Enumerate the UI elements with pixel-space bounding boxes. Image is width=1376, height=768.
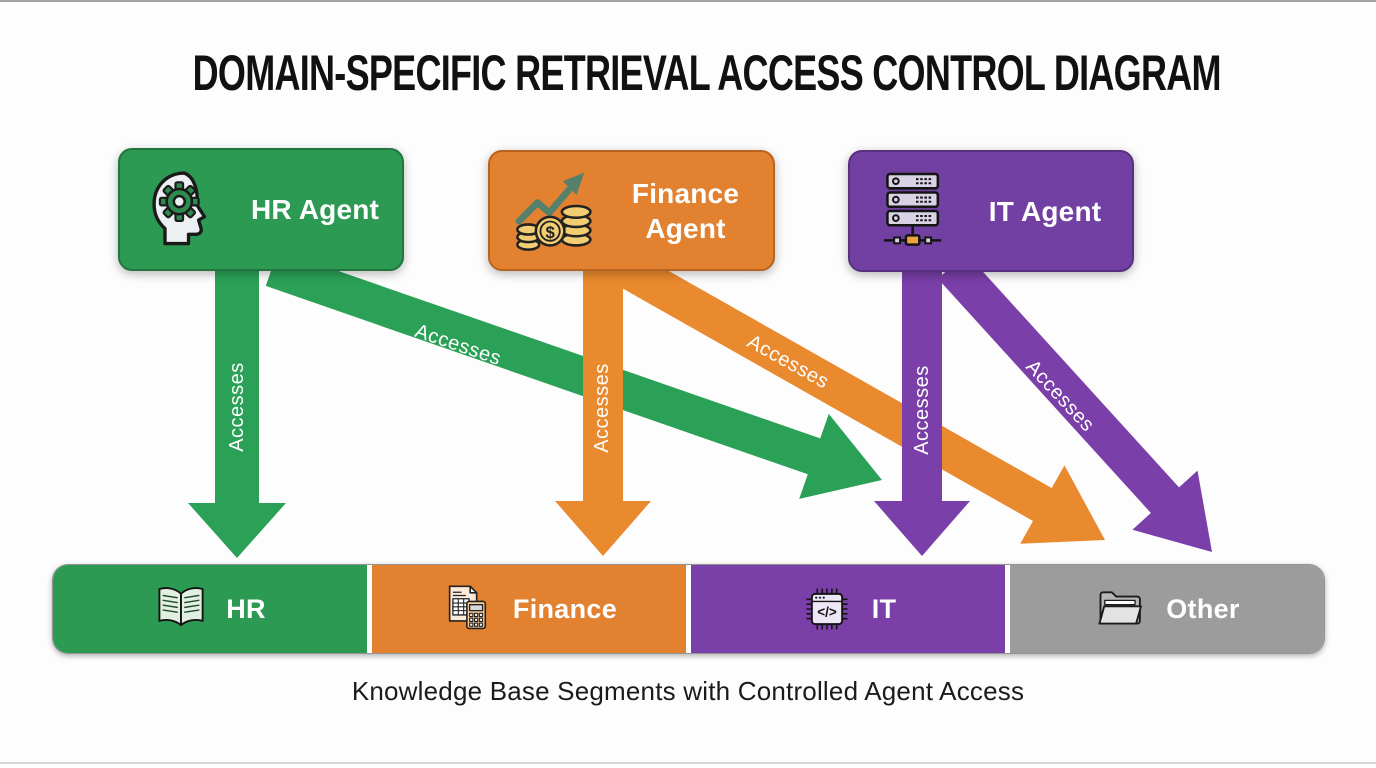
svg-text:</>: </> bbox=[817, 605, 837, 620]
access-arrow-hr-agent-to-it bbox=[265, 250, 882, 499]
diagram-title: DOMAIN-SPECIFIC RETRIEVAL ACCESS CONTROL… bbox=[192, 45, 1222, 101]
document-calculator-icon bbox=[448, 585, 487, 630]
knowledge-base-bar: HR bbox=[52, 564, 1325, 654]
arrow-label: Accesses bbox=[911, 365, 933, 455]
brain-gear-icon bbox=[152, 170, 207, 245]
kb-segment-it: </> IT bbox=[691, 565, 1005, 653]
agent-box-hr: HR Agent bbox=[118, 148, 404, 271]
server-stack-icon bbox=[884, 172, 942, 246]
kb-segment-finance: Finance bbox=[372, 565, 686, 653]
agent-label-hr: HR Agent bbox=[250, 194, 380, 225]
caption: Knowledge Base Segments with Controlled … bbox=[351, 676, 1025, 706]
access-arrow-hr-agent-to-hr bbox=[188, 268, 286, 558]
access-arrow-finance-agent-to-other bbox=[615, 251, 1105, 544]
agent-label-it: IT Agent bbox=[988, 195, 1102, 227]
coins-trend-icon: $ bbox=[515, 172, 592, 251]
kb-segment-other: Other bbox=[1010, 565, 1324, 653]
access-arrow-it-agent-to-it bbox=[874, 266, 970, 556]
folder-icon bbox=[1098, 591, 1143, 625]
kb-segment-label-it: IT bbox=[871, 593, 897, 624]
access-arrow-finance-agent-to-finance bbox=[555, 268, 651, 556]
svg-text:$: $ bbox=[545, 222, 555, 241]
kb-segment-label-other: Other bbox=[1166, 593, 1240, 624]
agent-box-it: IT Agent bbox=[848, 150, 1134, 272]
arrow-label: Accesses bbox=[226, 362, 248, 452]
chip-code-icon: </> bbox=[806, 588, 848, 630]
kb-segment-label-finance: Finance bbox=[512, 593, 618, 624]
agent-box-finance: $ Finance Agent bbox=[488, 150, 775, 271]
kb-segment-label-hr: HR bbox=[226, 593, 266, 624]
kb-segment-hr: HR bbox=[53, 565, 367, 653]
agent-label-finance: Finance Agent bbox=[631, 177, 740, 244]
arrow-label: Accesses bbox=[591, 363, 613, 453]
access-arrow-it-agent-to-other bbox=[937, 253, 1212, 552]
open-book-icon bbox=[158, 587, 204, 627]
